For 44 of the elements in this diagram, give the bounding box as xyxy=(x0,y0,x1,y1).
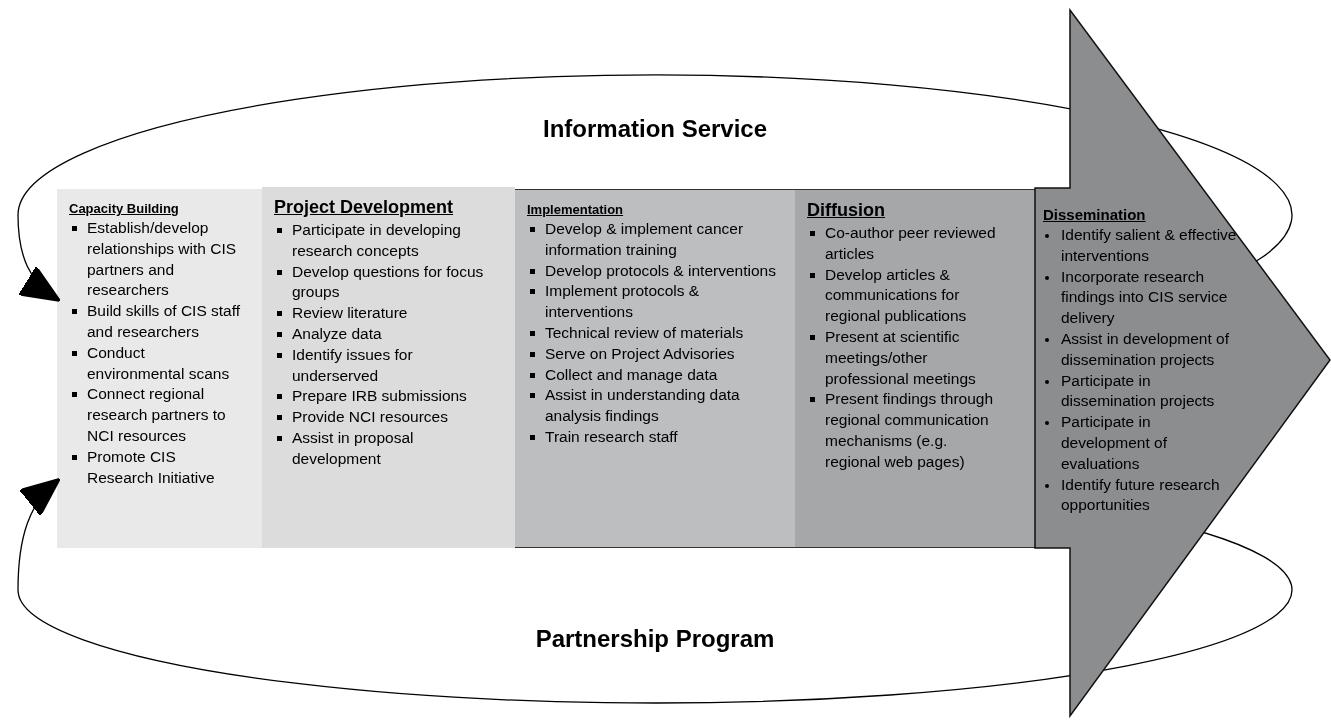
stage-panel xyxy=(262,187,515,548)
bullet-item: Implement protocols & interventions xyxy=(527,281,790,323)
stage-panel xyxy=(795,189,1036,548)
bullet-item: Assist in understanding data analysis findings xyxy=(527,385,790,427)
bullet-item: Serve on Project Advisories xyxy=(527,343,790,365)
bullet-item: Present findings through regional communication mechanisms (e.g. regional web pages) xyxy=(807,389,1006,473)
bullet-item: Participate in dissemination projects xyxy=(1043,370,1243,413)
stage-heading: Capacity Building xyxy=(69,201,179,216)
bullet-item: Conduct environmental scans xyxy=(69,342,245,385)
bullet-item: Analyze data xyxy=(274,324,495,345)
stage-heading: Dissemination xyxy=(1043,206,1146,223)
bullet-item: Prepare IRB submissions xyxy=(274,386,495,408)
bullet-item: Incorporate research findings into CIS service delivery xyxy=(1043,266,1243,329)
curved-arrow xyxy=(17,477,61,591)
stage-panel xyxy=(57,189,263,548)
bullet-item: Identify future research opportunities xyxy=(1043,474,1243,517)
stage-heading: Diffusion xyxy=(807,200,885,221)
stage-panel xyxy=(515,189,796,548)
bullet-item: Develop articles & communications for regional publications xyxy=(807,264,1006,327)
bullet-item: Collect and manage data xyxy=(527,364,790,386)
bullet-item: Co-author peer reviewed articles xyxy=(807,223,1006,265)
stage-heading: Implementation xyxy=(527,202,624,217)
bullet-item: Present at scientific meetings/other professional meetings xyxy=(807,327,1006,390)
bullet-item: Review literature xyxy=(274,303,495,324)
bullet-item: Technical review of materials xyxy=(527,323,790,344)
bullet-item: Develop & implement cancer information training xyxy=(527,219,790,261)
bullet-item: Train research staff xyxy=(527,426,790,448)
bullet-item: Assist in proposal development xyxy=(274,427,495,470)
bullet-item: Establish/develop relationships with CIS partners and researchers xyxy=(69,218,245,302)
bullet-item: Develop questions for focus groups xyxy=(274,261,495,304)
bullet-item: Build skills of CIS staff and researchers xyxy=(69,301,245,343)
bullet-item: Identify issues for underserved xyxy=(274,344,495,387)
bullet-item: Connect regional research partners to NCI resources xyxy=(69,384,245,447)
bullet-item: Assist in development of dissemination projects xyxy=(1043,329,1243,371)
bullet-item: Provide NCI resources xyxy=(274,407,495,428)
bullet-item: Identify salient & effective interventions xyxy=(1043,225,1243,267)
stage-heading: Project Development xyxy=(274,197,454,218)
bullet-item: Participate in developing research concepts xyxy=(274,220,495,262)
bullet-item: Develop protocols & interventions xyxy=(527,260,790,282)
loop-label: Information Service xyxy=(542,115,768,143)
bullet-item: Participate in development of evaluations xyxy=(1043,412,1243,475)
curved-arrow xyxy=(17,214,61,302)
bullet-item: Promote CIS Research Initiative xyxy=(69,446,245,489)
loop-label: Partnership Program xyxy=(535,625,775,653)
